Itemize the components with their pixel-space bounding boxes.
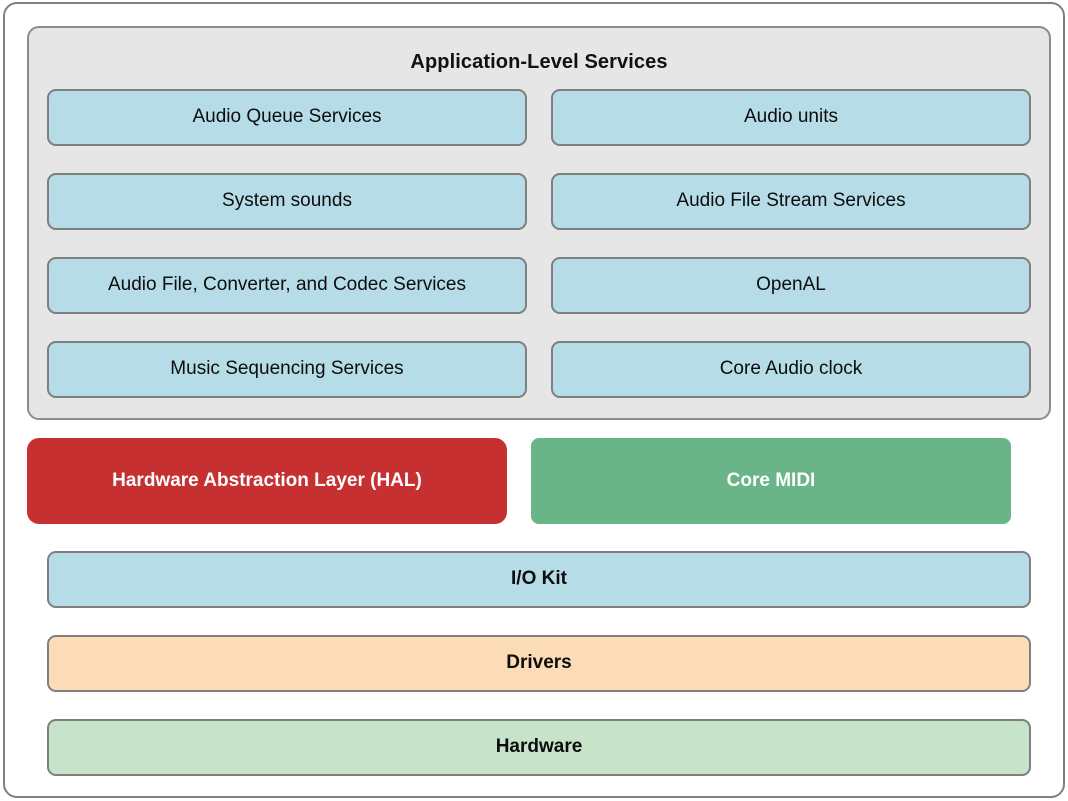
hardware-abstraction-layer-box[interactable]: Hardware Abstraction Layer (HAL) [27, 438, 507, 524]
diagram-outer-frame: Application-Level Services Audio Queue S… [3, 2, 1065, 798]
hardware-bar[interactable]: Hardware [47, 719, 1031, 776]
architecture-stack: Application-Level Services Audio Queue S… [27, 26, 1051, 782]
service-box-openal[interactable]: OpenAL [551, 257, 1031, 314]
service-box-core-audio-clock[interactable]: Core Audio clock [551, 341, 1031, 398]
application-services-grid: Audio Queue Services Audio units System … [47, 89, 1031, 398]
drivers-bar[interactable]: Drivers [47, 635, 1031, 692]
service-box-audio-queue-services[interactable]: Audio Queue Services [47, 89, 527, 146]
service-box-system-sounds[interactable]: System sounds [47, 173, 527, 230]
service-box-music-sequencing-services[interactable]: Music Sequencing Services [47, 341, 527, 398]
middle-layer-row: Hardware Abstraction Layer (HAL) Core MI… [27, 438, 1051, 524]
application-level-services-title: Application-Level Services [410, 51, 668, 73]
io-kit-bar[interactable]: I/O Kit [47, 551, 1031, 608]
service-box-audio-file-stream-services[interactable]: Audio File Stream Services [551, 173, 1031, 230]
application-level-services-panel: Application-Level Services Audio Queue S… [27, 26, 1051, 420]
core-midi-box[interactable]: Core MIDI [531, 438, 1011, 524]
service-box-audio-file-converter-codec-services[interactable]: Audio File, Converter, and Codec Service… [47, 257, 527, 314]
service-box-audio-units[interactable]: Audio units [551, 89, 1031, 146]
